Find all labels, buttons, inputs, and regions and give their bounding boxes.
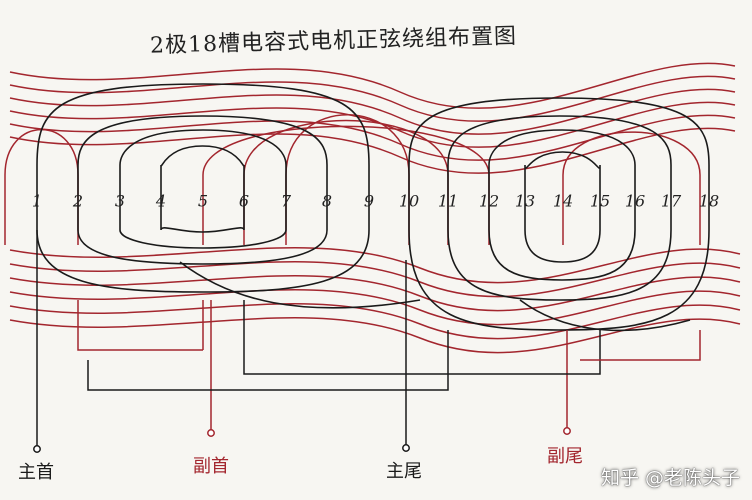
aux-coil xyxy=(562,131,701,245)
main-coil-left-middle xyxy=(77,115,328,265)
slot-label: 8 xyxy=(321,191,333,211)
aux-wave-line-top xyxy=(9,127,736,174)
slot-label: 9 xyxy=(363,191,375,211)
aux-head-terminal xyxy=(207,429,215,437)
slot-label: 15 xyxy=(589,191,611,211)
main-head-terminal xyxy=(33,445,41,453)
aux-bus-line xyxy=(77,300,203,351)
aux-wave-line-top xyxy=(9,114,736,161)
main-coil-right-inner xyxy=(488,129,636,281)
aux-wave-line-top xyxy=(9,75,736,122)
main-connector xyxy=(519,299,691,332)
aux-coil xyxy=(202,125,490,245)
main-coil-left-inner xyxy=(119,129,287,249)
slot-label: 14 xyxy=(552,191,574,211)
slot-label: 6 xyxy=(238,191,250,211)
aux-wave-line-bottom xyxy=(9,261,741,298)
aux-wave-line-bottom xyxy=(9,247,741,284)
slot-label: 13 xyxy=(514,191,536,211)
aux-wave-line-top xyxy=(9,62,736,109)
slot-label: 4 xyxy=(155,191,167,211)
lead-wires xyxy=(33,230,701,453)
main-head-label: 主首 xyxy=(18,462,54,483)
slot-label: 7 xyxy=(280,191,292,211)
watermark: 知乎 @老陈头子 xyxy=(600,467,740,489)
main-tail-label: 主尾 xyxy=(386,461,422,482)
slot-label: 10 xyxy=(398,191,420,211)
main-connector xyxy=(179,261,421,309)
slot-label: 16 xyxy=(624,191,646,211)
main-coil-right-outer xyxy=(408,97,710,331)
slot-label: 12 xyxy=(478,191,500,211)
aux-wave-line-top xyxy=(9,88,736,135)
main-tail-terminal xyxy=(402,444,410,452)
aux-head-label: 副首 xyxy=(193,456,229,477)
slot-label: 18 xyxy=(698,191,720,211)
slot-label: 3 xyxy=(114,191,126,211)
slot-label: 17 xyxy=(660,191,682,211)
main-bus-line xyxy=(243,300,601,375)
slot-label: 5 xyxy=(197,191,209,211)
main-coil-left-outer xyxy=(36,83,370,293)
aux-wave-line-top xyxy=(9,101,736,148)
slot-label: 11 xyxy=(437,191,459,211)
auxiliary-winding xyxy=(4,62,741,354)
aux-tail-label: 副尾 xyxy=(547,446,583,467)
aux-coil xyxy=(285,114,410,245)
slot-label: 2 xyxy=(72,191,84,211)
aux-tail-terminal xyxy=(563,427,571,435)
main-winding xyxy=(36,83,710,332)
main-bus-line xyxy=(87,330,449,391)
aux-coil xyxy=(243,119,449,245)
aux-wave-line-bottom xyxy=(9,289,741,326)
main-coil-right-core xyxy=(524,151,601,263)
slot-label: 1 xyxy=(31,191,43,211)
aux-bus-line xyxy=(580,330,701,361)
main-coil-left-core xyxy=(160,145,245,233)
aux-wave-line-bottom xyxy=(9,303,741,340)
aux-wave-line-bottom xyxy=(9,275,741,312)
aux-coil xyxy=(4,128,79,245)
main-coil-right-middle xyxy=(447,115,672,301)
aux-wave-line-bottom xyxy=(9,317,741,354)
